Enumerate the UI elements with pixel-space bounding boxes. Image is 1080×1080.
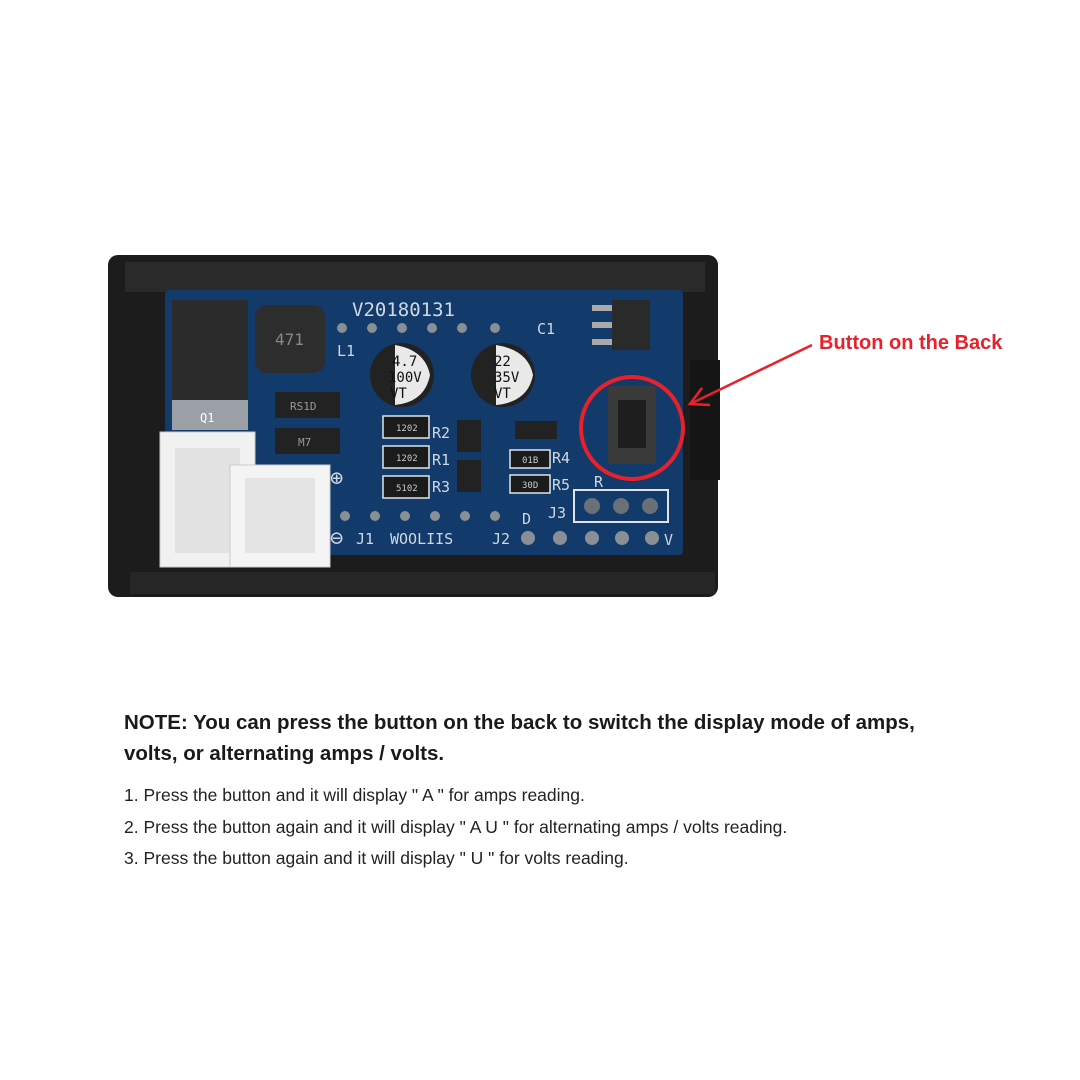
- svg-text:5102: 5102: [396, 484, 418, 494]
- svg-text:M7: M7: [298, 436, 311, 449]
- svg-text:4.7: 4.7: [392, 354, 417, 370]
- meter-back-photo: V20180131 Q1 471 RS1D M7 4.7 100V VT 22 …: [108, 255, 813, 597]
- svg-text:471: 471: [275, 330, 304, 349]
- svg-text:1202: 1202: [396, 424, 418, 434]
- svg-text:⊕: ⊕: [330, 466, 343, 491]
- board-version: V20180131: [352, 299, 455, 321]
- note-heading: NOTE: You can press the button on the ba…: [124, 711, 915, 765]
- callout-label: Button on the Back: [819, 332, 1003, 354]
- svg-text:J2: J2: [492, 530, 510, 548]
- svg-text:R4: R4: [552, 449, 570, 467]
- label-r: R: [594, 473, 604, 491]
- svg-text:D: D: [522, 510, 531, 528]
- svg-text:R5: R5: [552, 476, 570, 494]
- svg-text:01B: 01B: [522, 456, 538, 466]
- mosfet-q1: [172, 300, 248, 400]
- svg-text:J1: J1: [356, 530, 374, 548]
- svg-text:VT: VT: [390, 386, 407, 402]
- svg-text:R2: R2: [432, 424, 450, 442]
- svg-text:⊖: ⊖: [330, 526, 343, 551]
- step-item: 1. Press the button and it will display …: [124, 785, 585, 805]
- svg-text:35V: 35V: [494, 370, 520, 386]
- svg-text:V: V: [664, 531, 673, 549]
- svg-text:J3: J3: [548, 504, 566, 522]
- svg-text:RS1D: RS1D: [290, 400, 317, 413]
- svg-text:1202: 1202: [396, 454, 418, 464]
- svg-text:C1: C1: [537, 320, 555, 338]
- inductor: [255, 305, 325, 373]
- svg-text:VT: VT: [494, 386, 511, 402]
- steps-list: 1. Press the button and it will display …: [124, 785, 787, 880]
- svg-text:Q1: Q1: [200, 411, 214, 425]
- step-item: 3. Press the button again and it will di…: [124, 848, 629, 868]
- svg-text:R3: R3: [432, 478, 450, 496]
- arrow-icon: [687, 343, 813, 407]
- button-highlight-circle: [579, 375, 685, 481]
- step-item: 2. Press the button again and it will di…: [124, 816, 788, 837]
- capacitor-c7: 4.7 100V VT: [370, 343, 434, 407]
- svg-text:R1: R1: [432, 451, 450, 469]
- svg-text:22: 22: [494, 354, 511, 370]
- svg-text:100V: 100V: [388, 370, 422, 386]
- svg-text:L1: L1: [337, 342, 355, 360]
- svg-text:30D: 30D: [522, 481, 538, 491]
- svg-text:WOOLIIS: WOOLIIS: [390, 530, 453, 548]
- capacitor-c5: 22 35V VT: [471, 343, 535, 407]
